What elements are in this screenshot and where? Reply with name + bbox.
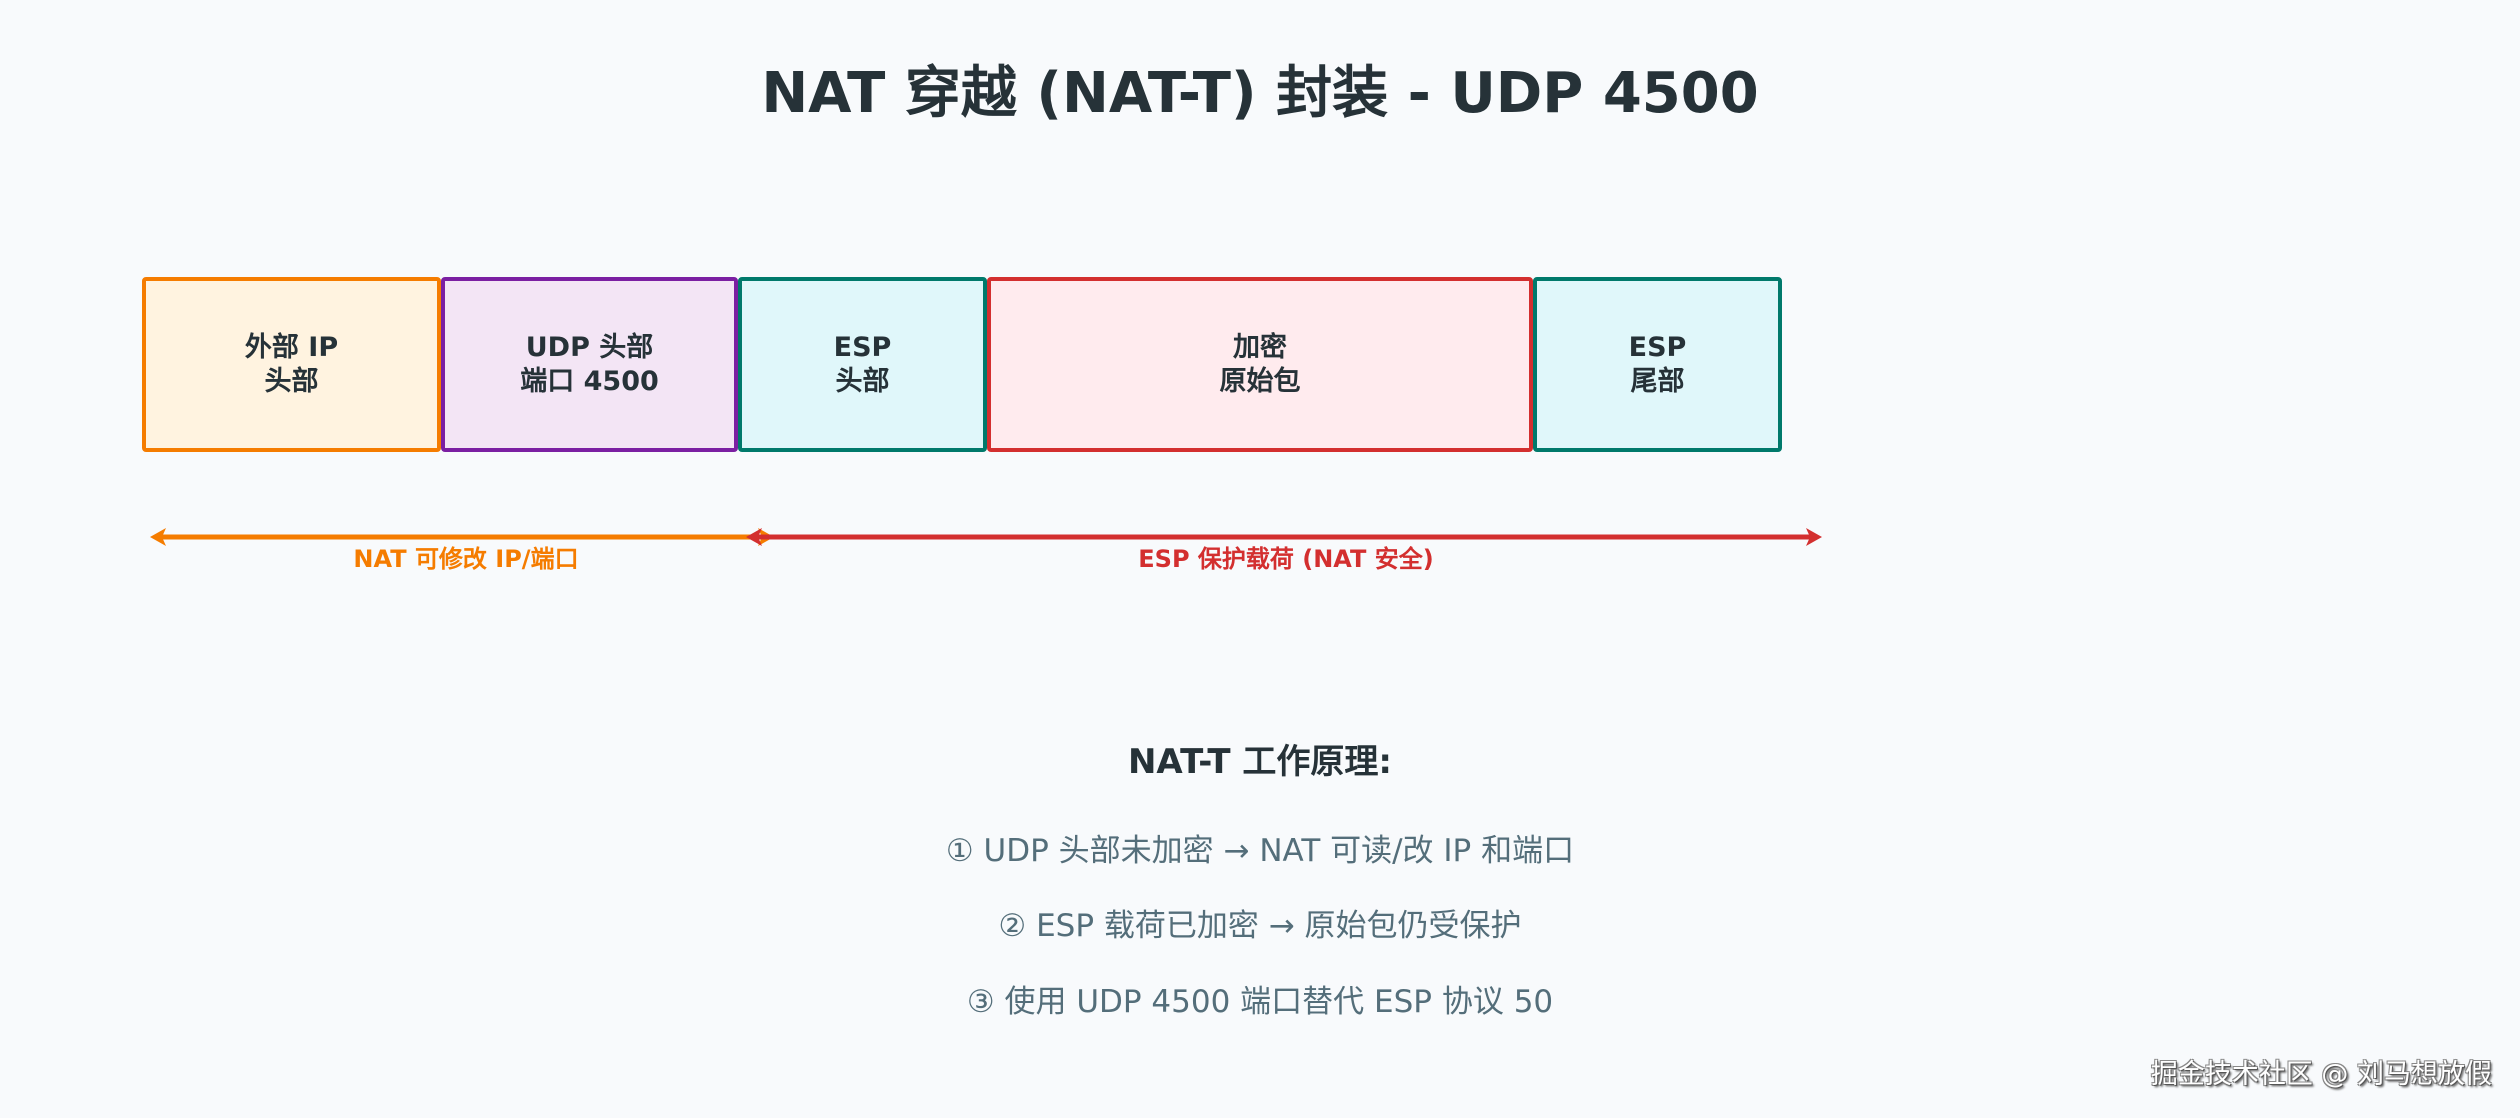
nat-modifiable-label: NAT 可修改 IP/端口 bbox=[353, 545, 579, 573]
segment-label-line1: ESP bbox=[833, 331, 892, 363]
esp-header-segment: ESP 头部 bbox=[738, 277, 987, 452]
outer-ip-header-segment: 外部 IP 头部 bbox=[142, 277, 441, 452]
segment-label-line2: 头部 bbox=[264, 365, 319, 397]
segment-label-line2: 端口 4500 bbox=[520, 365, 659, 397]
principle-item-2: ② ESP 载荷已加密 → 原始包仍受保护 bbox=[998, 908, 1522, 944]
principle-item-3: ③ 使用 UDP 4500 端口替代 ESP 协议 50 bbox=[966, 984, 1554, 1020]
segment-label-line1: 加密 bbox=[1233, 331, 1287, 363]
esp-protected-arrow bbox=[746, 528, 1822, 546]
segment-label-line1: UDP 头部 bbox=[525, 331, 654, 363]
principle-item-1: ① UDP 头部未加密 → NAT 可读/改 IP 和端口 bbox=[945, 833, 1575, 869]
segment-label-line1: 外部 IP bbox=[244, 331, 339, 363]
encrypted-payload-segment: 加密 原始包 bbox=[987, 277, 1533, 452]
principles-heading: NAT-T 工作原理: bbox=[1127, 742, 1393, 782]
segment-label-line2: 原始包 bbox=[1219, 365, 1301, 397]
diagram-title: NAT 穿越 (NAT-T) 封装 - UDP 4500 bbox=[761, 61, 1759, 126]
udp-header-segment: UDP 头部 端口 4500 bbox=[441, 277, 738, 452]
arrowhead-left-icon bbox=[150, 528, 166, 546]
watermark: 掘金技术社区 @ 刘马想放假 bbox=[2150, 1059, 2492, 1090]
packet-structure: 外部 IP 头部 UDP 头部 端口 4500 ESP 头部 加密 原始包 ES… bbox=[142, 277, 1782, 452]
segment-label-line2: 头部 bbox=[835, 365, 890, 397]
segment-label-line1: ESP bbox=[1628, 331, 1687, 363]
arrowhead-right-icon bbox=[1806, 528, 1822, 546]
esp-trailer-segment: ESP 尾部 bbox=[1533, 277, 1782, 452]
segment-label-line2: 尾部 bbox=[1630, 365, 1685, 397]
esp-protected-label: ESP 保护载荷 (NAT 安全) bbox=[1138, 545, 1434, 573]
arrowhead-left-icon bbox=[746, 528, 762, 546]
